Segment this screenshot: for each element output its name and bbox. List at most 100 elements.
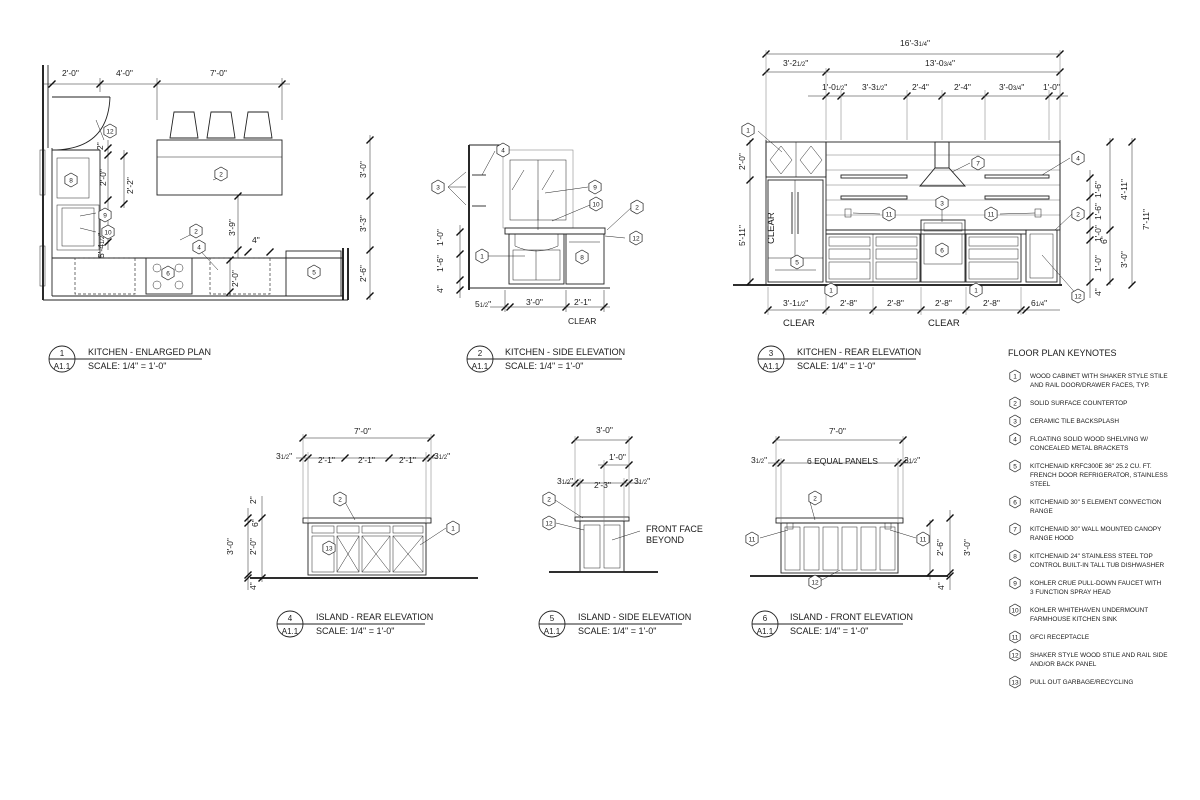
plan-dim-2: 4'-0" <box>116 68 133 78</box>
keynote-item-3-tag-hexagon <box>1009 414 1021 428</box>
keynote-item-3-tag: 3 <box>1009 414 1021 428</box>
drawing-scale-5: SCALE: 1/4" = 1'-0" <box>578 626 656 636</box>
rear-dim-right-2: 7'-11" <box>1141 209 1151 230</box>
rear-dim-top: 16'-31/4" <box>900 38 930 48</box>
keynote-tag-t2-number: 2 <box>813 495 817 502</box>
keynote-tag-t2-number: 2 <box>338 496 342 503</box>
keynote-item-text: KITCHENAID 30" WALL MOUNTED CANOPY <box>1030 526 1162 533</box>
keynote-item-2-tag-hexagon <box>1009 396 1021 410</box>
sheet-ref-3: A1.1 <box>763 362 780 371</box>
keynote-item-1-tag: 1 <box>1009 369 1021 383</box>
keynote-tag-t5-number: 5 <box>312 269 316 276</box>
keynote-item-10-tag-hexagon <box>1009 603 1021 617</box>
keynote-tag-t2-hexagon <box>333 491 347 507</box>
keynote-tag-t12-hexagon <box>808 574 822 590</box>
plan-dim-11: 2'-0" <box>230 270 240 287</box>
keynote-tag-t2: 2 <box>542 491 556 507</box>
keynote-tag-t5: 5 <box>790 254 804 270</box>
island-rear-dim-left-4: 2'-0" <box>248 538 258 555</box>
plan-dim-5: 2'-0" <box>98 169 108 186</box>
drawing-number-5: 5 <box>550 614 555 623</box>
keynote-item-7-tag-hexagon <box>1009 522 1021 536</box>
keynote-item-1-tag-hexagon <box>1009 369 1021 383</box>
keynote-tag-t1b-number: 1 <box>829 287 833 294</box>
keynote-tag-t1: 1 <box>446 520 460 536</box>
keynote-tag-t4-number: 4 <box>1076 155 1080 162</box>
island-front-dim-2: 31/2" <box>904 455 920 465</box>
keynote-item-text: AND/OR BACK PANEL <box>1030 661 1097 668</box>
island-side-dim-top: 3'-0" <box>596 425 613 435</box>
drawing-title-6: ISLAND - FRONT ELEVATION <box>790 612 913 622</box>
keynote-tag-t4-hexagon <box>192 239 206 255</box>
rear-clear-1: CLEAR <box>783 318 815 329</box>
island-rear-elevation: 7'-0" 31/2" 2'-1" 2'-1" 2'-1" 31/2" 2" 6… <box>225 426 478 590</box>
keynote-tag-t12-hexagon <box>542 515 556 531</box>
rear-dim-3: 13'-03/4" <box>925 58 955 68</box>
rear-dim-left-clear: CLEAR <box>766 212 777 244</box>
rear-dim-6: 2'-4" <box>912 82 929 92</box>
keynote-tag-t1c: 1 <box>969 282 983 298</box>
keynote-tag-t4-number: 4 <box>501 147 505 154</box>
island-rear-dim-1: 31/2" <box>276 451 292 461</box>
keynote-item-text: KOHLER WHITEHAVEN UNDERMOUNT <box>1030 607 1148 614</box>
keynote-item-10-tag-number: 10 <box>1011 607 1019 614</box>
keynote-item-text: FRENCH DOOR REFRIGERATOR, STAINLESS <box>1030 472 1168 479</box>
keynote-item-11-tag-number: 11 <box>1012 634 1019 641</box>
keynote-tag-t2a-hexagon <box>214 166 228 182</box>
keynote-item-text: SHAKER STYLE WOOD STILE AND RAIL SIDE <box>1030 652 1168 659</box>
plan-dim-9: 3'-9" <box>227 219 237 236</box>
keynote-item-6-tag-number: 6 <box>1013 499 1017 506</box>
keynote-tag-t12-hexagon <box>1071 288 1085 304</box>
keynote-item-8-tag-number: 8 <box>1013 553 1017 560</box>
keynote-tag-t9-number: 9 <box>103 212 107 219</box>
plan-dim-12: 2'-6" <box>358 265 368 282</box>
keynote-tag-t1a-number: 1 <box>746 127 750 134</box>
keynote-tag-t4-hexagon <box>1071 150 1085 166</box>
keynote-tag-t2-hexagon <box>542 491 556 507</box>
keynote-tag-t13-number: 13 <box>325 545 333 552</box>
keynote-tag-t4-hexagon <box>496 142 510 158</box>
keynote-item-9-tag: 9 <box>1009 576 1021 590</box>
rear-dim-right-6: 6" <box>1099 236 1109 244</box>
rear-dim-bottom-3: 2'-8" <box>887 298 904 308</box>
keynote-tag-t3: 3 <box>431 179 445 195</box>
keynote-tag-t10-hexagon <box>589 196 603 212</box>
plan-dim-1: 2'-0" <box>62 68 79 78</box>
keynote-tag-t2-hexagon <box>808 490 822 506</box>
keynote-tag-t2-number: 2 <box>1076 211 1080 218</box>
keynote-tag-t2-number: 2 <box>547 496 551 503</box>
keynote-tag-t9-hexagon <box>98 207 112 223</box>
rear-dim-right-4: 1'-6" <box>1093 203 1103 220</box>
rear-dim-bottom-6: 61/4" <box>1031 298 1047 308</box>
side-dim-2: 1'-6" <box>435 255 445 272</box>
keynote-tag-t11a: 11 <box>745 531 759 547</box>
keynote-tag-t3-number: 3 <box>940 200 944 207</box>
keynote-tag-t10-number: 10 <box>104 229 112 236</box>
keynote-tag-t2: 2 <box>808 490 822 506</box>
title-block-4: 4 A1.1 ISLAND - REAR ELEVATION SCALE: 1/… <box>276 610 433 638</box>
keynote-tag-t1: 1 <box>475 248 489 264</box>
keynote-item-5-tag-number: 5 <box>1013 463 1017 470</box>
drawing-number-4: 4 <box>288 614 293 623</box>
keynote-tag-t12: 12 <box>629 230 643 246</box>
island-rear-dim-left-2: 6" <box>250 519 260 527</box>
plan-dim-13: 5'-41/2" <box>96 233 106 258</box>
keynote-tag-t6-hexagon <box>161 265 175 281</box>
keynote-tag-t9: 9 <box>98 207 112 223</box>
keynote-tag-t5-number: 5 <box>795 259 799 266</box>
plan-dim-7: 3'-0" <box>358 161 368 178</box>
rear-dim-right-9: 4" <box>1093 288 1103 296</box>
keynote-tag-t13: 13 <box>322 540 336 556</box>
kitchen-rear-elevation: 16'-31/4" 3'-21/2" 13'-03/4" 1'-01/2" 3'… <box>733 38 1151 329</box>
keynote-tag-t11b: 11 <box>984 206 998 222</box>
rear-dim-right-8: 1'-0" <box>1093 255 1103 272</box>
keynote-tag-t6-number: 6 <box>166 270 170 277</box>
